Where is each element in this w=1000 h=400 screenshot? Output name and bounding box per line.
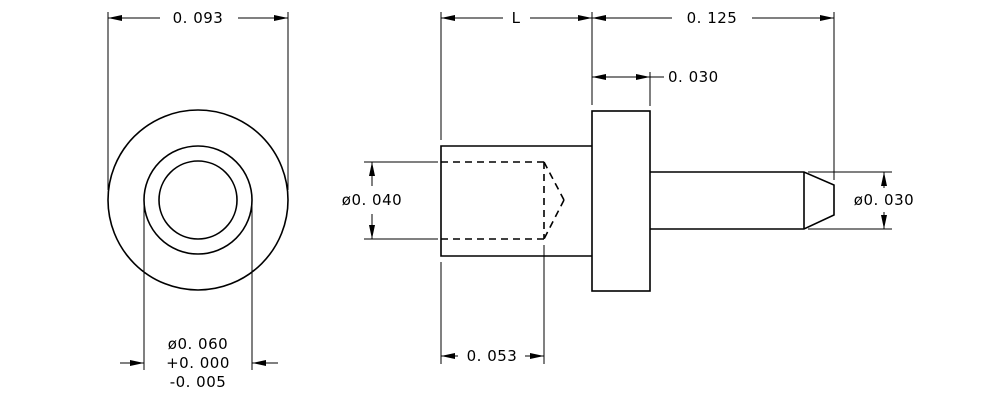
- middle-circle: [143, 145, 253, 255]
- body-outline: [440, 145, 592, 257]
- bore-depth-dimension: 0. 053: [440, 245, 545, 365]
- pin-length-label: 0. 125: [687, 9, 738, 27]
- hidden-bore: [441, 161, 565, 240]
- bore-diameter-dimension: ø0. 060 +0. 000 -0. 005: [120, 200, 278, 391]
- bore-depth-label: 0. 053: [467, 347, 518, 365]
- body-diameter-label: ø0. 040: [342, 191, 402, 209]
- pin-length-dimension: 0. 125: [592, 9, 835, 180]
- flange-thickness-dimension: 0. 030: [592, 68, 719, 106]
- length-label: L: [512, 9, 521, 27]
- flange-thickness-label: 0. 030: [668, 68, 719, 86]
- flange: [591, 110, 651, 292]
- pin-diameter-dimension: ø0. 030: [808, 171, 925, 230]
- bore-tolerance-minus: -0. 005: [170, 373, 227, 391]
- pin-diameter-label: ø0. 030: [854, 191, 914, 209]
- bore-diameter-label: ø0. 060: [168, 335, 228, 353]
- length-dimension: L: [440, 9, 593, 140]
- pin-outline: [650, 171, 835, 230]
- outer-circle: [107, 109, 289, 291]
- side-view: L 0. 125 0. 030 ø0. 040: [342, 9, 925, 365]
- bore-tolerance-plus: +0. 000: [166, 354, 230, 372]
- overall-diameter-dimension: 0. 093: [107, 9, 289, 190]
- body-diameter-dimension: ø0. 040: [342, 161, 438, 240]
- inner-circle: [158, 160, 238, 240]
- end-view: 0. 093 ø0. 060 +0. 000 -0. 005: [107, 9, 289, 391]
- overall-diameter-label: 0. 093: [173, 9, 224, 27]
